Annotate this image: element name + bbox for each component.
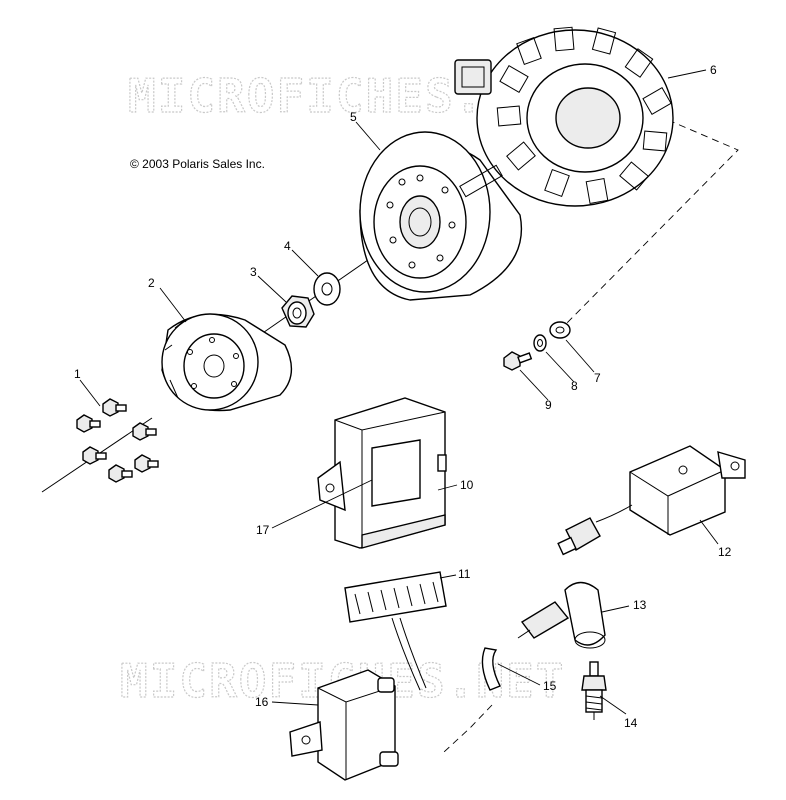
flywheel (359, 131, 523, 301)
callout-15: 15 (543, 679, 557, 693)
callout-10: 10 (460, 478, 474, 492)
callout-16: 16 (255, 695, 269, 709)
callout-5: 5 (350, 110, 357, 124)
assembly-line-stator (559, 119, 739, 331)
ignition-coil (289, 669, 399, 781)
callout-4: 4 (284, 239, 291, 253)
assembly-line-coil (443, 704, 493, 753)
callout-9: 9 (545, 398, 552, 412)
callout-14: 14 (624, 716, 638, 730)
callout-17: 17 (256, 523, 270, 537)
callout-labels: 1 2 3 4 5 6 7 8 9 10 11 12 13 14 15 16 1… (74, 63, 732, 730)
starter-cup (161, 313, 293, 412)
copyright-notice: © 2003 Polaris Sales Inc. (130, 157, 265, 171)
callout-6: 6 (710, 63, 717, 77)
spark-plug-wire (481, 647, 501, 691)
callout-1: 1 (74, 367, 81, 381)
spark-plug-cap (517, 581, 606, 649)
callout-8: 8 (571, 379, 578, 393)
lock-washer-8 (533, 334, 547, 352)
stator (454, 26, 674, 207)
nut-3 (281, 295, 315, 328)
washer-7 (549, 321, 571, 339)
callout-12: 12 (718, 545, 732, 559)
connector-11 (344, 571, 447, 691)
callout-2: 2 (148, 276, 155, 290)
screw-9 (503, 351, 533, 371)
callout-7: 7 (594, 371, 601, 385)
bolts-1 (76, 398, 159, 483)
callout-3: 3 (250, 265, 257, 279)
voltage-regulator (557, 445, 746, 556)
callout-13: 13 (633, 598, 647, 612)
callout-11: 11 (458, 567, 471, 581)
leader-lines (79, 69, 719, 715)
spark-plug (581, 661, 607, 720)
cdi-label (371, 439, 421, 507)
washer-4 (313, 272, 341, 306)
